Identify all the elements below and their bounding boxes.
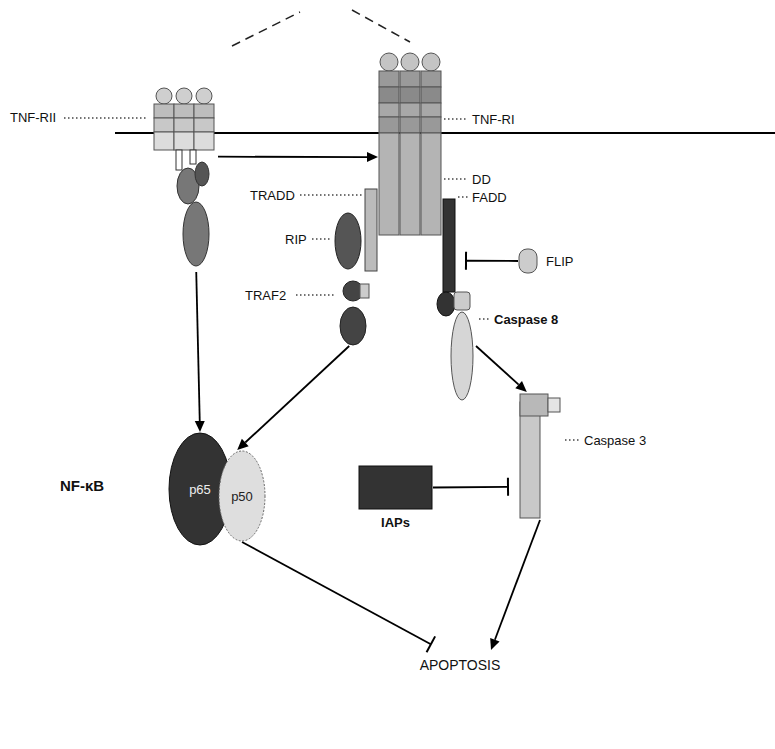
iap-rect [358, 465, 433, 510]
inhibition-line [242, 542, 435, 652]
adaptor-protein: TRAF2 [338, 280, 370, 346]
activation-arrow [237, 346, 349, 450]
activation-arrow [218, 152, 378, 162]
connector-line [242, 542, 431, 644]
protein-pill [518, 248, 538, 274]
protein-label: APOPTOSIS [398, 650, 522, 680]
protein-label: RIP [285, 232, 307, 247]
connector-line [196, 272, 200, 421]
leader-line [64, 117, 148, 118]
inhibitor-protein: FLIP [518, 248, 538, 274]
arrow-head [195, 421, 205, 432]
protein-oval [334, 212, 362, 270]
activation-arrow [476, 346, 527, 392]
connector-line [433, 486, 508, 488]
ligand-line [352, 10, 410, 42]
protein-label: FLIP [546, 254, 573, 269]
outcome-node: APOPTOSIS [398, 650, 522, 680]
connector-line [476, 346, 519, 385]
nfkb-subunit: p50 [218, 450, 266, 542]
protein-label: Caspase 8 [494, 312, 558, 327]
adaptor-bar [442, 198, 456, 293]
protein-label: IAPs [358, 515, 433, 530]
leader-line [444, 178, 468, 179]
leader-line [444, 118, 468, 119]
caspase-protein: Caspase 3 [518, 392, 562, 520]
leader-line [296, 294, 336, 295]
receptor-shape [378, 52, 442, 237]
caspase-shape [518, 392, 562, 520]
arrow-head [367, 152, 378, 162]
protein-label: TRADD [250, 188, 295, 203]
protein-label: Caspase 3 [584, 433, 646, 448]
inhibition-line [433, 478, 508, 496]
leader-line [458, 196, 468, 197]
domain-label: DD [472, 172, 491, 187]
protein-label: TRAF2 [245, 288, 286, 303]
protein-label: FADD [472, 190, 507, 205]
adaptor-protein: FADD [442, 198, 456, 293]
leader-line [479, 318, 490, 319]
kinase-protein: RIP [334, 212, 362, 270]
protein-oval [338, 280, 370, 346]
protein-label: TNF-RI [472, 112, 515, 127]
connector-line [218, 156, 367, 158]
arrow-head [490, 638, 499, 650]
receptor-tnfri: TNF-RI [378, 52, 442, 237]
caspase-protein: Caspase 8 [436, 290, 476, 402]
adaptor-bar [364, 188, 378, 272]
receptor-shape [150, 86, 218, 272]
connector-line [495, 520, 540, 640]
activation-arrow [195, 272, 205, 432]
connector-line [466, 260, 518, 262]
adaptor-protein: TRADD [364, 188, 378, 272]
protein-label: TNF-RII [10, 110, 56, 125]
connector-line [245, 346, 349, 443]
caspase-shape [436, 290, 476, 402]
inhibition-line [466, 252, 518, 270]
activation-arrow [490, 520, 540, 650]
receptor-tnfrii: TNF-RII [150, 86, 218, 272]
leader-line [312, 238, 332, 239]
leader-line [300, 194, 362, 195]
iap-box: IAPs [358, 465, 433, 510]
protein-label: p50 [218, 450, 266, 542]
domain-label: NF-κB [60, 478, 104, 493]
leader-line [565, 439, 580, 440]
ligand-line [232, 12, 300, 46]
